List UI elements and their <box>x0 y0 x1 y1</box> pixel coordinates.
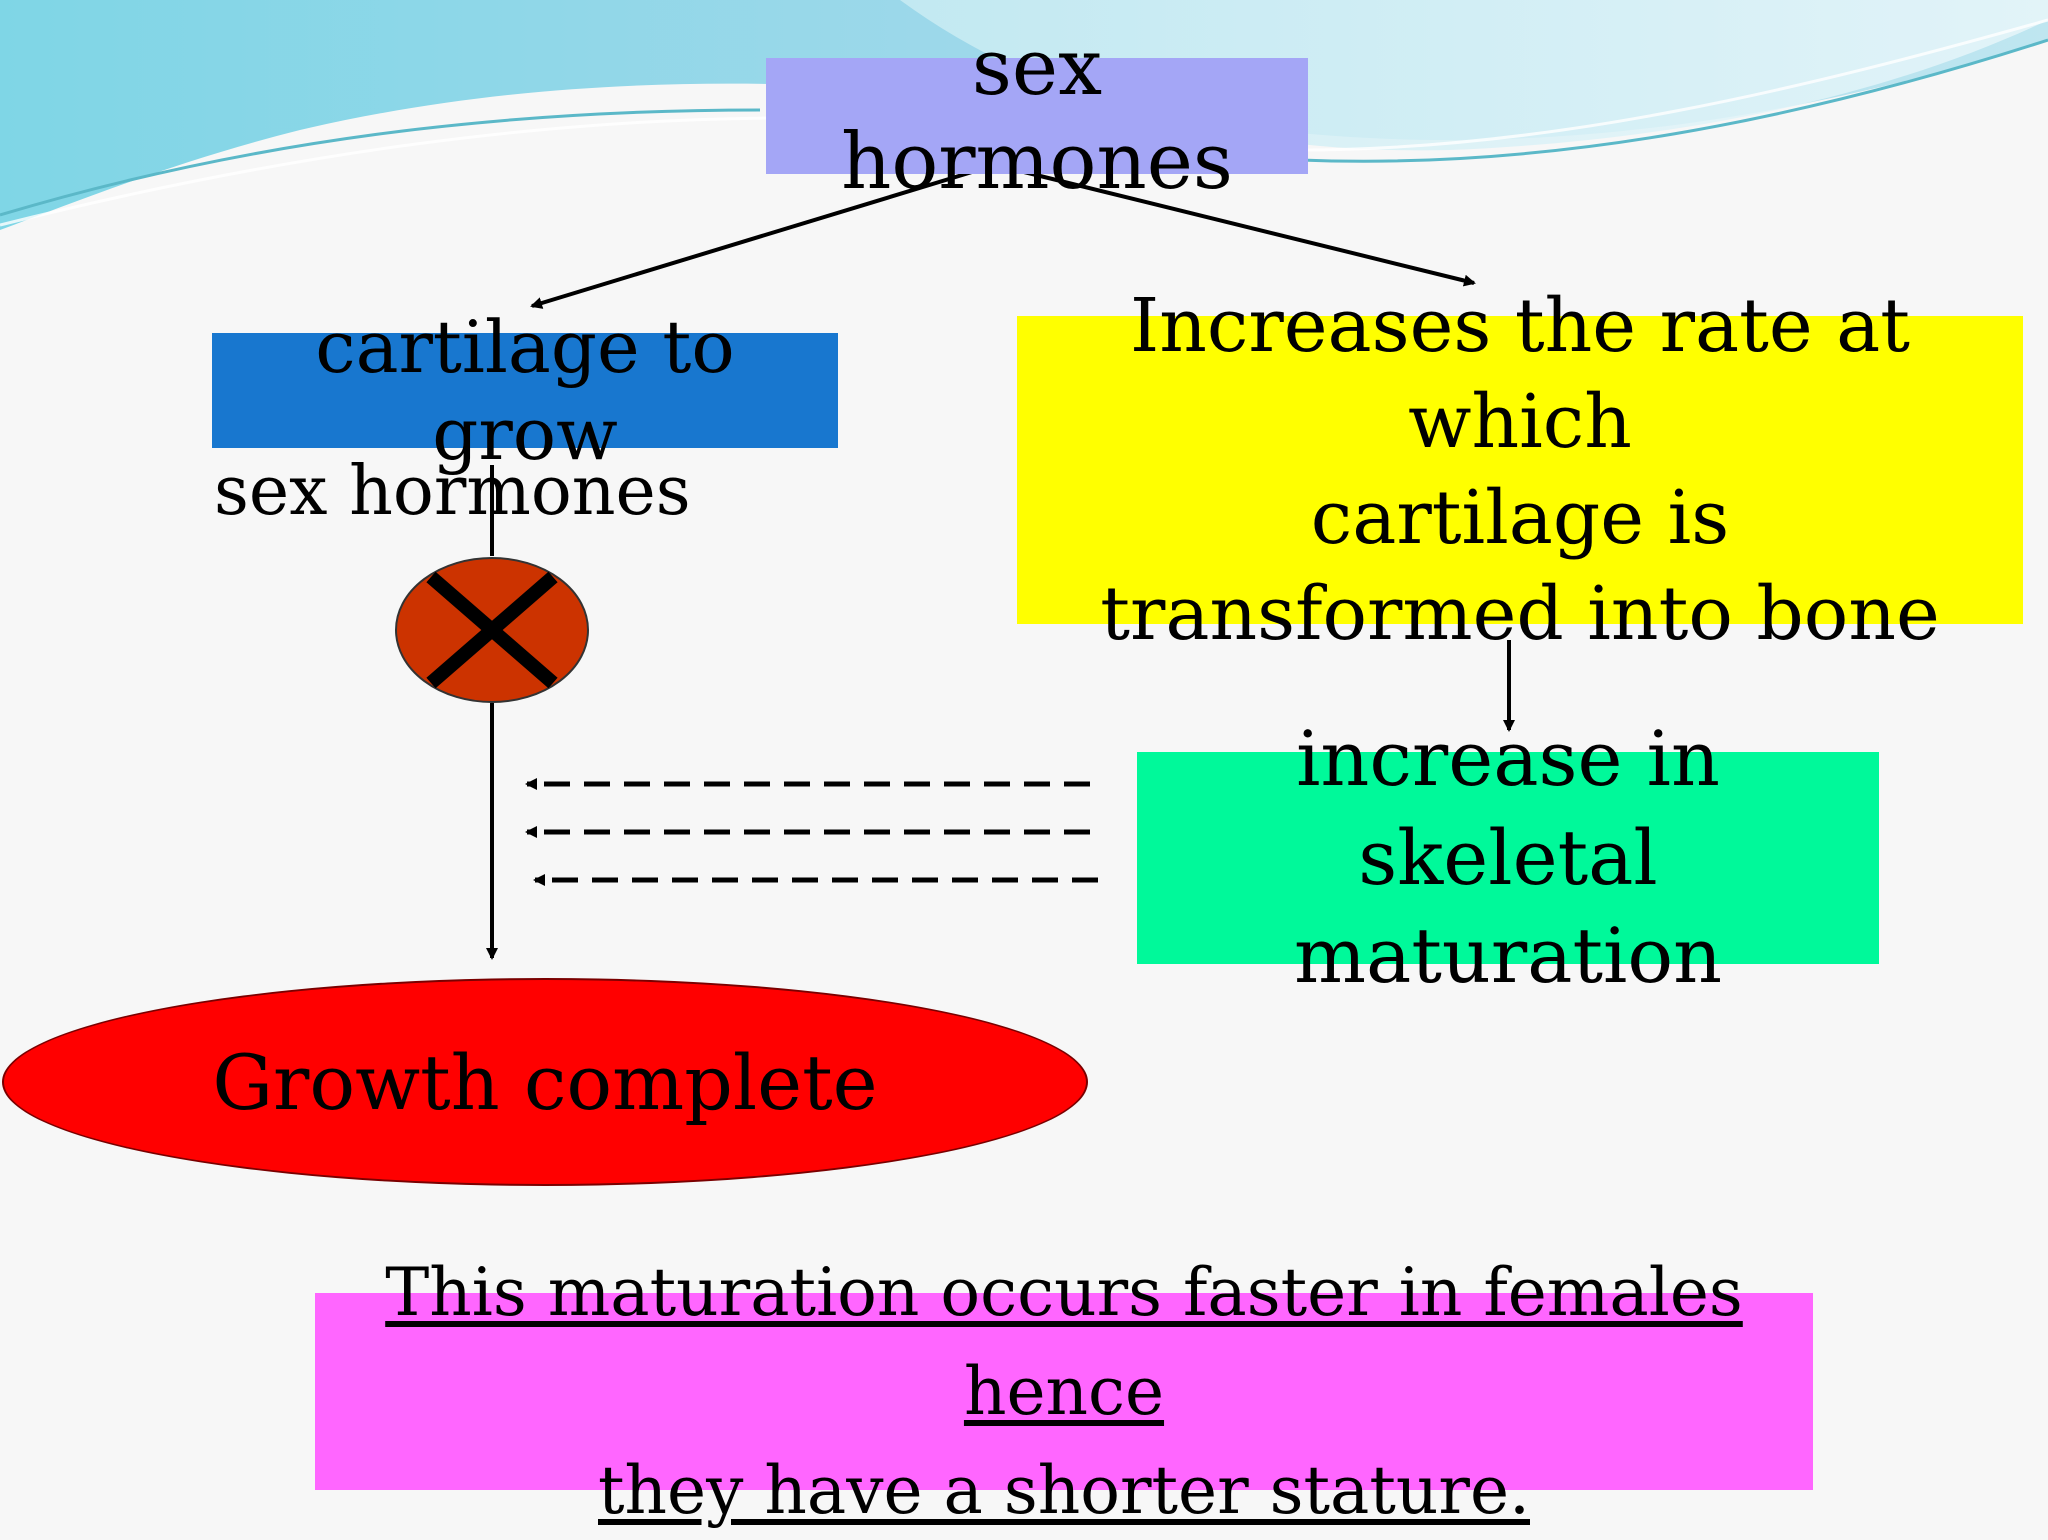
node-cartilage-label: cartilage to grow <box>315 305 735 476</box>
note-line-2: they have a shorter stature. <box>598 1452 1530 1529</box>
skeletal-line-2: maturation <box>1293 911 1723 1001</box>
increases-line-2: cartilage is <box>1310 475 1730 561</box>
note-box: This maturation occurs faster in females… <box>315 1254 1813 1529</box>
growth-complete-label: Growth complete <box>212 1037 878 1127</box>
growth-complete-label-wrap: Growth complete <box>2 978 1088 1186</box>
increases-line-3: transformed into bone <box>1100 571 1940 658</box>
increases-line-1: Increases the rate at which <box>1130 282 1910 465</box>
arrow-to-increases <box>1023 170 1476 287</box>
node-cartilage-to-grow: cartilage to grow <box>212 305 838 476</box>
skeletal-line-1: increase in skeletal <box>1296 713 1720 902</box>
arrow-to-cartilage <box>530 170 973 309</box>
node-sex-hormones: sex hormones <box>766 23 1308 207</box>
node-growth-complete <box>2 978 1088 1186</box>
node-increases-rate: Increases the rate at which cartilage is… <box>1017 283 2023 657</box>
note-line-1: This maturation occurs faster in females… <box>385 1254 1743 1430</box>
x-mark-icon <box>395 557 589 703</box>
inhibitor-label: sex hormones <box>214 452 691 531</box>
node-sex-hormones-label: sex hormones <box>841 23 1233 207</box>
node-skeletal-maturation: increase in skeletal maturation <box>1137 714 1879 1000</box>
